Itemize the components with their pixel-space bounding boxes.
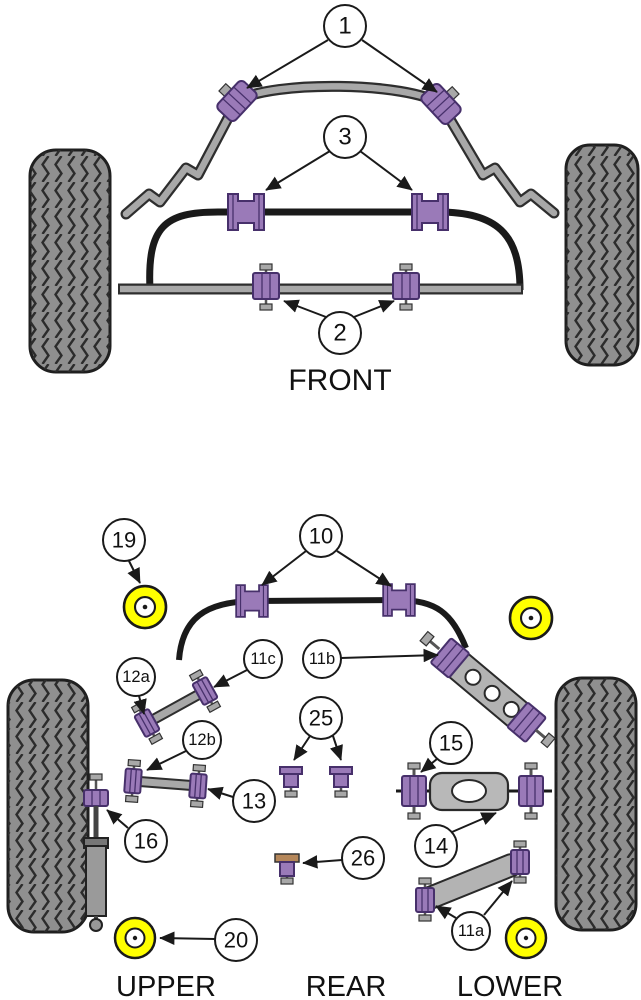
rear-assembly: 19 10 12a 11c 11b 12b 25 15 13 16 14 [6,514,638,1000]
svg-text:11a: 11a [458,922,485,940]
rear-label: REAR [306,971,387,1000]
arrow-11a-right [483,880,513,916]
callout-13: 13 [232,779,276,823]
arrow-12b [146,750,187,771]
callout-11b: 11b [302,639,342,679]
arrow-10-right [336,550,392,587]
svg-text:11c: 11c [250,650,275,668]
front-antiroll-bar [146,208,524,291]
yellow-bushing-upper-right [508,595,554,641]
callout-26: 26 [341,836,385,880]
tire-front-right [564,143,640,367]
arrow-12a [133,695,147,715]
svg-text:25: 25 [309,706,333,731]
svg-text:14: 14 [424,834,448,859]
front-upper-swaybar [120,80,560,220]
rear-trailing-arm [419,630,556,749]
svg-text:26: 26 [351,846,375,871]
svg-text:12a: 12a [122,668,150,686]
callout-1: 1 [323,4,367,48]
arrow-15 [420,757,438,773]
front-assembly: 1 3 2 FRONT [28,4,640,397]
svg-text:16: 16 [134,829,158,854]
yellow-bushing-upper-left [122,584,168,630]
front-label: FRONT [288,364,391,397]
rear-lower-link [123,759,208,808]
arrow-1-right [361,39,438,93]
arrow-16 [106,809,129,829]
arrow-25-left [293,735,311,761]
arrow-13 [207,786,234,800]
front-mount-bushing-left [252,263,280,311]
front-spool-bushing-right [411,193,449,231]
rear-mount-26 [274,853,300,885]
diff-mount [396,762,552,820]
arrow-25-right [329,735,343,761]
callout-10: 10 [299,514,343,558]
lower-arm-bushing-right [510,840,530,884]
arrow-11c [213,669,248,688]
arrow-2-left [283,299,327,318]
svg-text:15: 15 [439,731,463,756]
rear-spool-bushing-left [235,584,269,618]
lower-label: LOWER [457,971,563,1000]
shock-absorber [83,773,109,932]
svg-text:2: 2 [333,320,346,347]
svg-text:13: 13 [242,789,266,814]
arrow-3-left [265,150,331,191]
svg-text:12b: 12b [188,731,216,749]
yellow-bushing-lower-right [504,916,548,960]
rear-spool-bushing-right [382,583,416,617]
front-mount-bushing-right [392,263,420,311]
front-clamp-bushing-right [420,82,462,126]
front-spool-bushing-left [227,193,265,231]
svg-text:3: 3 [338,124,351,151]
callout-19: 19 [102,518,146,562]
callout-20: 20 [214,918,258,962]
arrow-19 [127,560,141,584]
rear-mount-25-right [329,766,353,798]
callout-12b: 12b [182,720,222,760]
arrow-10-left [261,550,307,586]
callout-3: 3 [323,115,367,159]
svg-text:11b: 11b [309,650,335,668]
tire-rear-right [554,676,638,932]
callout-12a: 12a [116,657,156,697]
tire-rear-left [6,678,90,934]
arrow-20 [159,931,216,946]
yellow-bushing-lower-left [113,916,157,960]
upper-label: UPPER [116,971,216,1000]
diff-bushing-right [518,762,544,820]
arrow-2-right [353,300,395,318]
diff-bushing-left [401,762,427,820]
arrow-3-right [359,150,413,191]
callout-14: 14 [414,824,458,868]
callout-25: 25 [299,696,343,740]
svg-text:10: 10 [309,524,333,549]
rear-lower-arm [415,840,530,922]
callout-15: 15 [429,721,473,765]
arrow-1-left [246,39,329,89]
callout-11a: 11a [451,911,491,951]
arrow-26 [302,855,343,869]
arrow-11a-left [435,905,457,920]
svg-text:1: 1 [338,13,351,40]
tire-front-left [28,148,112,374]
callout-16: 16 [124,819,168,863]
arrow-14 [451,812,497,833]
callout-2: 2 [318,311,362,355]
svg-text:20: 20 [224,928,248,953]
callout-11c: 11c [243,639,283,679]
rear-mount-25-left [279,766,303,798]
svg-text:19: 19 [112,528,136,553]
front-clamp-bushing-left [216,79,258,123]
arrow-11b [340,648,439,663]
lower-arm-bushing-left [415,877,435,922]
